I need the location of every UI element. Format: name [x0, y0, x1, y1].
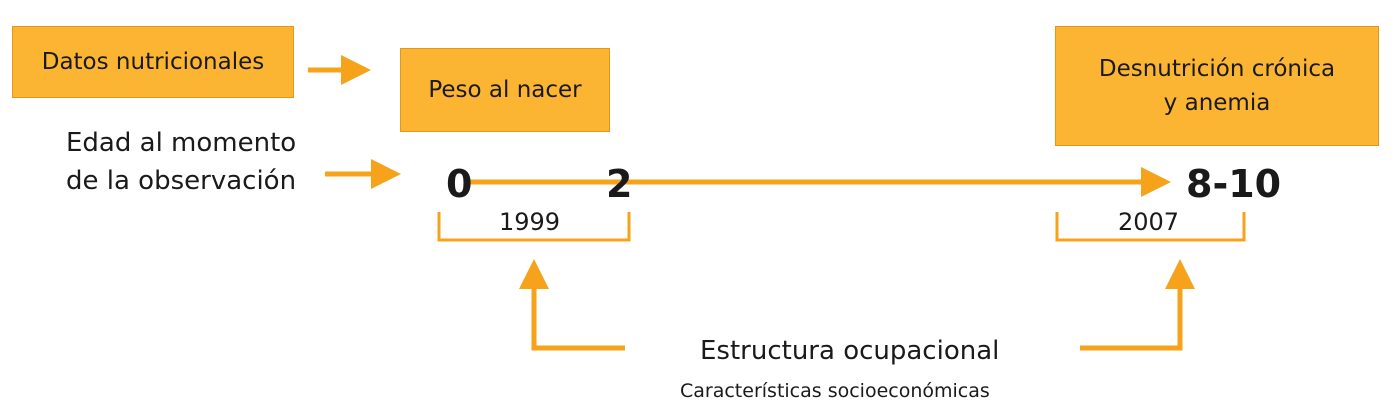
factors-to-2007-arrow [1080, 259, 1195, 351]
factors-to-1999-arrow [519, 259, 625, 351]
age-end-label: 8-10 [1186, 162, 1282, 206]
age-mid-label: 2 [606, 162, 633, 206]
chronic-malnutrition-line2: y anemia [1163, 90, 1271, 116]
age-at-observation-label: Edad al momento de la observación [66, 124, 296, 200]
birth-weight-box: Peso al nacer [400, 48, 610, 132]
nutrition-data-label: Datos nutricionales [41, 49, 265, 75]
age-label-line1: Edad al momento [66, 128, 297, 158]
occupational-structure-label: Estructura ocupacional [700, 336, 1000, 366]
bracket-1999 [437, 212, 631, 242]
age-start-label: 0 [446, 162, 473, 206]
chronic-malnutrition-line1: Desnutrición crónica [1098, 56, 1336, 82]
socioeconomic-characteristics-label: Características socioeconómicas [680, 380, 990, 402]
year-2007-label: 2007 [1118, 208, 1180, 236]
birth-weight-label: Peso al nacer [428, 77, 582, 103]
chronic-malnutrition-label: Desnutrición crónica y anemia [1099, 52, 1335, 120]
bracket-2007 [1055, 212, 1246, 242]
year-1999-label: 1999 [499, 208, 561, 236]
age-label-line2: de la observación [66, 166, 297, 196]
nutrition-data-box: Datos nutricionales [12, 26, 294, 98]
chronic-malnutrition-box: Desnutrición crónica y anemia [1055, 26, 1379, 146]
